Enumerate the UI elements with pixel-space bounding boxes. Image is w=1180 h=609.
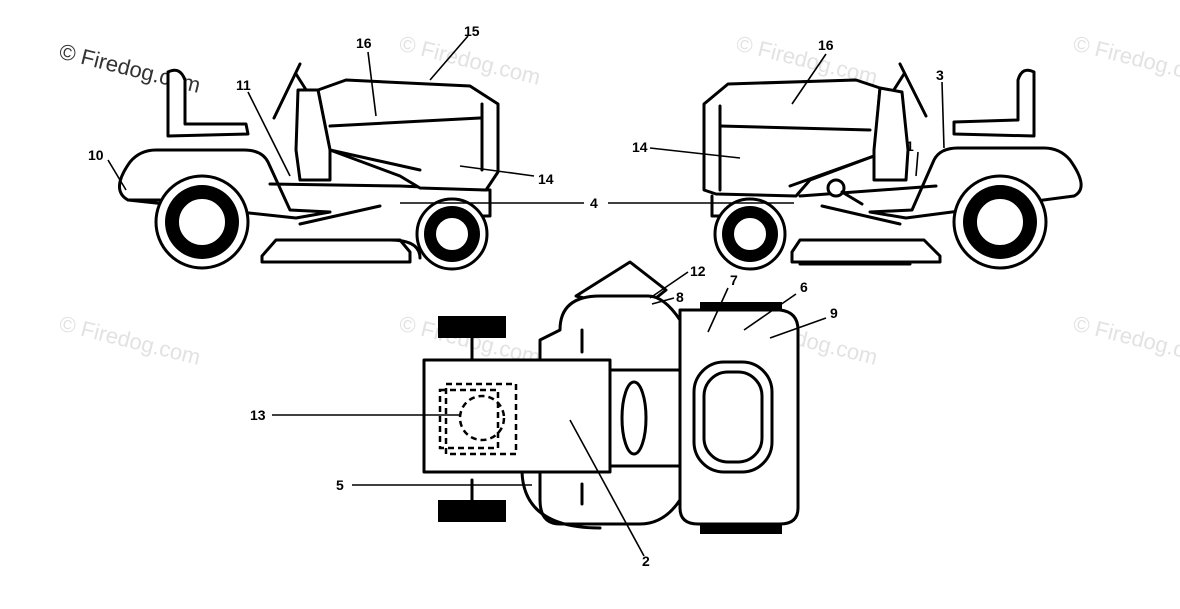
callout-1: 1 [906, 138, 914, 154]
leader-2 [569, 419, 645, 557]
leader-16-left [367, 51, 377, 117]
watermark-mid-left: © Firedog.com [57, 311, 203, 370]
left-hood [316, 78, 500, 192]
callout-2: 2 [642, 553, 650, 569]
callout-13: 13 [250, 407, 266, 423]
callout-9: 9 [830, 305, 838, 321]
left-mower-deck [260, 238, 412, 264]
callout-8: 8 [676, 289, 684, 305]
leader-3 [941, 81, 945, 149]
callout-5: 5 [336, 477, 344, 493]
callout-4: 4 [590, 195, 598, 211]
tractor-left-side-view [118, 62, 500, 271]
leader-12 [649, 271, 689, 299]
tractor-right-side-view [702, 62, 1083, 271]
leader-15 [429, 35, 469, 81]
leader-14-right [649, 147, 741, 159]
leader-6 [743, 293, 797, 331]
callout-6: 6 [800, 279, 808, 295]
callout-labels: 1 2 3 4 5 6 7 8 9 10 11 12 13 14 14 15 1… [88, 23, 944, 569]
callout-15: 15 [464, 23, 480, 39]
callout-16-right: 16 [818, 37, 834, 53]
leader-1 [915, 151, 919, 177]
callout-12: 12 [690, 263, 706, 279]
leader-8 [651, 297, 675, 305]
watermark-mid-far-right: © Firedog.com [1071, 311, 1180, 370]
right-seat [952, 68, 1036, 138]
callout-16-left: 16 [356, 35, 372, 51]
top-rear-tire-right [438, 500, 506, 522]
callout-11: 11 [236, 77, 251, 93]
leader-7 [707, 287, 729, 333]
tractor-top-view [422, 260, 800, 534]
callout-leaders [107, 35, 945, 557]
right-hood [702, 78, 882, 198]
leader-11 [247, 91, 291, 177]
right-dash [872, 86, 910, 182]
top-rear-tire-left [438, 316, 506, 338]
leader-14-left [459, 165, 535, 177]
leader-10 [107, 159, 127, 191]
leader-9 [769, 317, 827, 339]
callout-14-left: 14 [538, 171, 554, 187]
callout-14-right: 14 [632, 139, 648, 155]
callout-3: 3 [936, 67, 944, 83]
callout-7: 7 [730, 272, 738, 288]
right-mower-deck [790, 238, 942, 264]
left-dash [294, 88, 332, 182]
callout-10: 10 [88, 147, 104, 163]
left-seat [166, 68, 250, 138]
watermark-top-center: © Firedog.com [397, 31, 543, 90]
right-lever-knob [826, 178, 846, 198]
leader-16-right [791, 53, 827, 105]
top-seat-outline [444, 382, 518, 456]
watermark-top-far-right: © Firedog.com [1071, 31, 1180, 90]
